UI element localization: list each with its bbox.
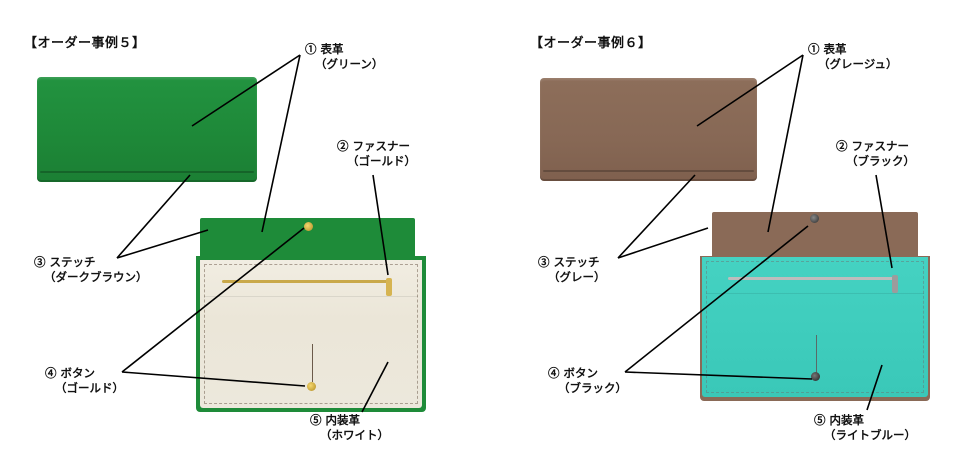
flap-button [304,222,313,231]
closed-wallet-image [37,77,257,182]
zipper-pull [386,278,392,296]
label-outer-leather: ① 表革 （グレージュ） [808,42,898,71]
label-inner-leather: ⑤ 内装革 （ライトブルー） [814,413,916,442]
flap-button [810,214,819,223]
zipper [222,280,392,283]
label-inner-leather: ⑤ 内装革 （ホワイト） [310,413,389,442]
label-stitch: ③ ステッチ （グレー） [538,255,606,284]
zipper-pull [892,275,898,293]
button-snap [307,382,316,391]
label-outer-leather: ① 表革 （グリーン） [305,42,384,71]
label-button: ④ ボタン （ブラック） [548,366,627,395]
label-fastener: ② ファスナー （ブラック） [836,139,915,168]
open-wallet-interior [702,257,928,397]
open-wallet-interior [200,260,422,408]
closed-wallet-image [540,78,757,181]
example-title: 【オーダー事例６】 [530,36,652,51]
order-example-6: 【オーダー事例６】 ① 表革 （グレージュ） ② ファスナー （ブラック） [480,0,960,456]
label-button: ④ ボタン （ゴールド） [45,366,124,395]
label-stitch: ③ ステッチ （ダークブラウン） [34,255,148,284]
button-snap [811,372,820,381]
order-example-5: 【オーダー事例５】 ① 表革 （グリーン） ② ファスナー （ゴールド） [24,36,426,442]
label-fastener: ② ファスナー （ゴールド） [337,139,416,168]
example-title: 【オーダー事例５】 [24,36,146,51]
zipper [728,277,898,280]
